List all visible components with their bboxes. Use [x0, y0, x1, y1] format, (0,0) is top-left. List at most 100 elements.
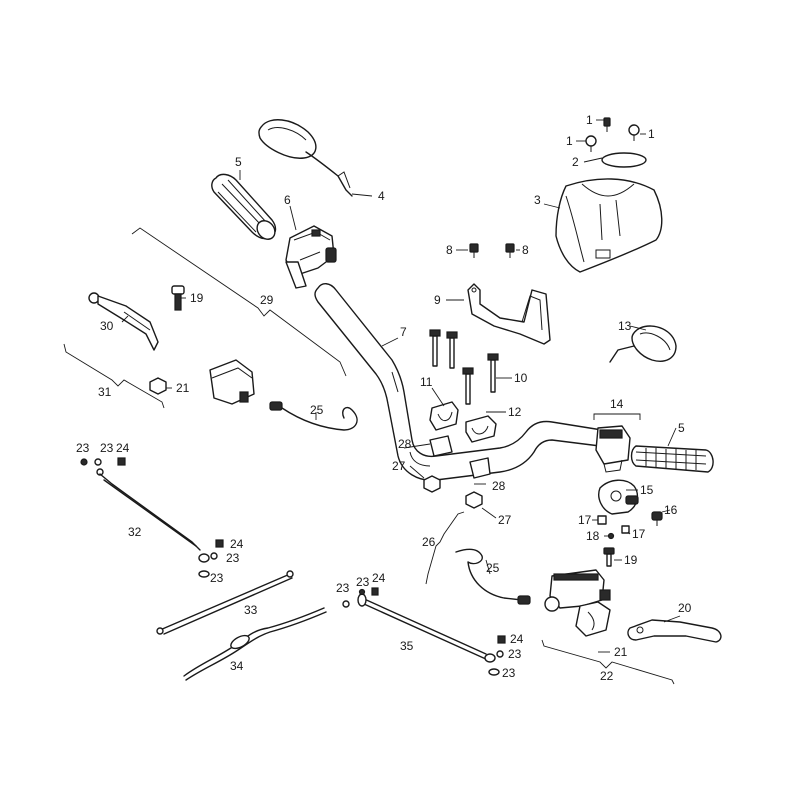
callout-29: 29 — [260, 293, 274, 307]
callout-3: 3 — [534, 193, 541, 207]
callout-28: 28 — [398, 437, 412, 451]
right-switch-housing — [595, 425, 631, 473]
callout-1: 1 — [648, 127, 655, 141]
callout-13: 13 — [618, 319, 632, 333]
left-switch-cable — [269, 401, 358, 431]
callout-18: 18 — [586, 529, 600, 543]
callout-1: 1 — [566, 134, 573, 148]
headlight-cowl — [555, 178, 663, 273]
callout-14: 14 — [610, 397, 624, 411]
callout-12: 12 — [508, 405, 522, 419]
callout-labels: 1 1 1 2 3 4 5 6 7 8 8 9 10 11 12 13 14 5… — [76, 113, 692, 683]
screw — [621, 525, 630, 534]
small-pin — [607, 532, 615, 540]
bolt — [171, 285, 185, 311]
callout-11: 11 — [420, 375, 433, 389]
cable-33 — [156, 570, 294, 635]
callout-20: 20 — [678, 601, 692, 615]
throttle-housing — [598, 479, 639, 515]
o-ring — [601, 152, 647, 168]
upper-clamp-left — [429, 401, 459, 431]
callout-16: 16 — [664, 503, 678, 517]
handlebar — [314, 283, 603, 481]
cable-32 — [96, 468, 210, 578]
callout-7: 7 — [400, 325, 407, 339]
screw — [585, 135, 597, 152]
callout-21: 21 — [176, 381, 190, 395]
callout-10: 10 — [514, 371, 528, 385]
left-switch-housing — [285, 225, 337, 289]
left-grip — [211, 173, 277, 240]
callout-25: 25 — [310, 403, 324, 417]
callout-22: 22 — [600, 669, 614, 683]
lower-clamp-right — [469, 457, 491, 479]
upper-clamp-right — [465, 415, 497, 443]
callout-19: 19 — [190, 291, 204, 305]
nut — [149, 377, 167, 395]
callout-24: 24 — [230, 537, 244, 551]
left-lever-bracket — [209, 359, 255, 405]
leader-lines — [121, 119, 681, 653]
brake-master-cylinder — [544, 569, 611, 637]
callout-9: 9 — [434, 293, 441, 307]
group-bracket-22 — [541, 639, 675, 685]
callout-34: 34 — [230, 659, 244, 673]
small-parts-left — [80, 457, 224, 560]
callout-33: 33 — [244, 603, 258, 617]
nut — [423, 475, 441, 493]
callout-23: 23 — [508, 647, 522, 661]
right-brake-lever — [627, 619, 722, 643]
callout-19: 19 — [624, 553, 638, 567]
nut — [465, 491, 483, 509]
callout-26: 26 — [422, 535, 436, 549]
left-lever — [88, 292, 159, 351]
screw — [603, 117, 611, 132]
right-mirror — [609, 325, 677, 363]
callout-23: 23 — [226, 551, 240, 565]
callout-30: 30 — [100, 319, 114, 333]
group-bracket-29 — [131, 227, 347, 377]
callout-24: 24 — [372, 571, 386, 585]
bolt — [505, 243, 515, 258]
callout-5: 5 — [678, 421, 685, 435]
callout-35: 35 — [400, 639, 414, 653]
callout-25: 25 — [486, 561, 500, 575]
brake-switch-cable — [455, 548, 531, 605]
callout-2: 2 — [572, 155, 579, 169]
callout-24: 24 — [510, 632, 524, 646]
callout-24: 24 — [116, 441, 130, 455]
cable-34 — [183, 607, 327, 681]
screw — [597, 515, 607, 525]
callout-32: 32 — [128, 525, 142, 539]
group-bracket-14 — [593, 413, 641, 420]
right-grip — [630, 445, 714, 473]
callout-31: 31 — [98, 385, 112, 399]
callout-23: 23 — [336, 581, 350, 595]
callout-1: 1 — [586, 113, 593, 127]
callout-23: 23 — [502, 666, 516, 680]
callout-23: 23 — [100, 441, 114, 455]
callout-6: 6 — [284, 193, 291, 207]
group-bracket-26 — [425, 511, 465, 585]
left-mirror — [258, 119, 353, 197]
callout-17: 17 — [632, 527, 646, 541]
callout-17: 17 — [578, 513, 592, 527]
callout-5: 5 — [235, 155, 242, 169]
callout-23: 23 — [76, 441, 90, 455]
callout-21: 21 — [614, 645, 628, 659]
callout-27: 27 — [392, 459, 406, 473]
cable-35 — [342, 587, 506, 676]
callout-23: 23 — [356, 575, 370, 589]
callout-8: 8 — [446, 243, 453, 257]
mounting-bracket — [467, 283, 551, 345]
callout-8: 8 — [522, 243, 529, 257]
lower-clamp-left — [429, 435, 453, 457]
screw — [651, 511, 663, 526]
callout-4: 4 — [378, 189, 385, 203]
bolt — [603, 547, 615, 567]
group-bracket-31 — [63, 343, 165, 409]
callout-27: 27 — [498, 513, 512, 527]
handlebar-bolts — [429, 329, 499, 405]
callout-28: 28 — [492, 479, 506, 493]
